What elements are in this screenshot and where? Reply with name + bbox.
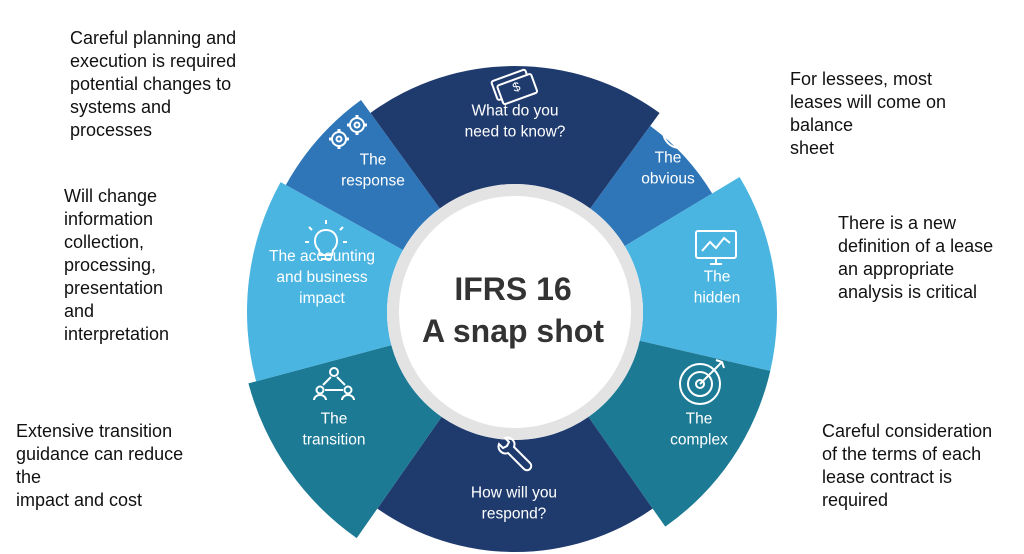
segment-label-response-line1: The: [360, 152, 387, 169]
target-icon: [679, 359, 725, 405]
segment-accounting: [247, 182, 404, 382]
segment-label-bottom-line1: How will you: [471, 485, 557, 502]
center-circle: [399, 196, 631, 428]
center-title-line1: IFRS 16: [454, 271, 571, 307]
segment-label-obvious-line1: The: [655, 150, 682, 167]
segment-label-accounting-line3: impact: [299, 290, 345, 307]
segment-label-accounting-line2: and business: [276, 269, 368, 286]
note-complex: Careful consideration of the terms of ea…: [822, 421, 993, 510]
segment-label-accounting-line1: The accounting: [269, 248, 375, 265]
segment-label-response-line2: response: [341, 173, 405, 190]
segment-label-top-line2: need to know?: [465, 124, 566, 141]
segment-response: [285, 100, 440, 250]
people-network-icon: [313, 367, 355, 401]
segment-label-transition-line1: The: [321, 411, 348, 428]
gears-icon: [329, 115, 367, 149]
segment-label-top-line1: What do you: [471, 103, 558, 120]
monitor-chart-icon: [695, 230, 737, 265]
note-obvious: For lessees, most leases will come on ba…: [790, 69, 947, 158]
segment-label-transition-line2: transition: [303, 432, 366, 449]
segment-bottom: [377, 416, 653, 553]
note-response: Careful planning and execution is requir…: [70, 28, 237, 140]
segment-top: [370, 66, 660, 209]
note-transition: Extensive transition guidance can reduce…: [16, 421, 184, 510]
center-title-line2: A snap shot: [422, 313, 604, 349]
segment-transition: [248, 345, 442, 539]
segment-label-obvious-line2: obvious: [641, 171, 695, 188]
wheel-segments: [247, 66, 778, 553]
segment-label-hidden-line2: hidden: [694, 290, 741, 307]
clock-icon: [662, 113, 698, 149]
lightbulb-icon: [305, 220, 347, 260]
segment-label-complex-line2: complex: [670, 432, 728, 449]
segment-label-hidden-line1: The: [704, 269, 731, 286]
segment-label-bottom-line2: respond?: [482, 506, 547, 523]
segment-hidden: [624, 177, 778, 371]
segment-complex: [588, 340, 771, 527]
segment-obvious: [590, 125, 713, 247]
segment-label-complex-line1: The: [686, 411, 713, 428]
segment-icons: $: [305, 68, 737, 472]
wrench-icon: [497, 436, 533, 472]
note-accounting: Will change information collection, proc…: [64, 186, 170, 344]
note-hidden: There is a new definition of a lease an …: [838, 213, 994, 302]
money-icon: $: [490, 68, 539, 106]
